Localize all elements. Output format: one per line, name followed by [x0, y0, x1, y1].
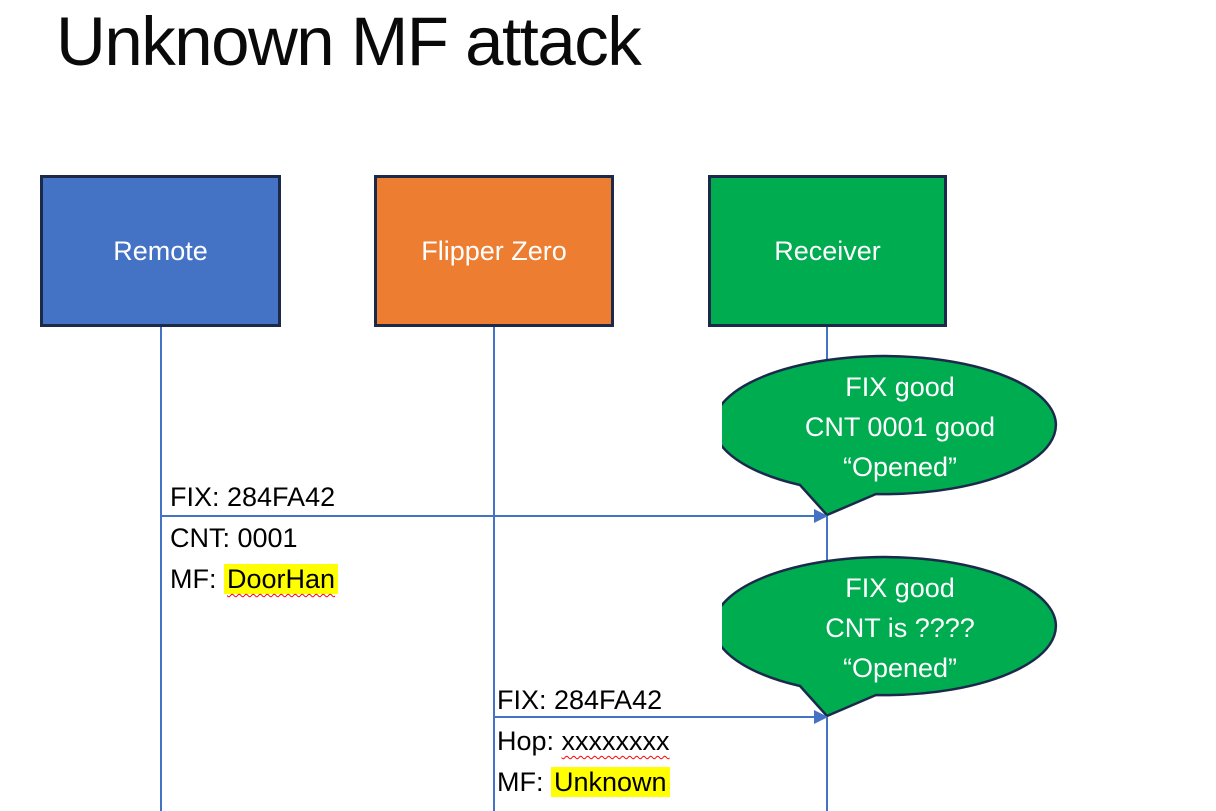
actor-label-flipper-zero: Flipper Zero [421, 235, 567, 266]
message-arrow-1 [161, 509, 828, 523]
label-mf-prefix: MF: [170, 564, 224, 594]
bubble-line: FIX good [845, 573, 955, 603]
actor-label-receiver: Receiver [774, 235, 881, 266]
bubble-line: “Opened” [842, 653, 958, 683]
label-fix: FIX: 284FA42 [497, 685, 663, 715]
actor-box-flipper-zero: Flipper Zero [374, 175, 614, 327]
message-line: MF: DoorHan [170, 559, 339, 600]
label-mf-prefix: MF: [497, 767, 551, 797]
label-fix: FIX: 284FA42 [170, 482, 336, 512]
arrow-shaft [161, 515, 816, 517]
speech-bubble-2-text: FIX good CNT is ???? “Opened” [722, 568, 1078, 688]
message-line: MF: Unknown [497, 762, 670, 803]
message-arrow-2 [494, 710, 828, 724]
message-line: Hop: xxxxxxxx [497, 721, 670, 762]
bubble-line: “Opened” [842, 452, 958, 482]
label-mf-value-highlighted: Unknown [551, 767, 670, 797]
actor-label-remote: Remote [113, 235, 208, 266]
label-mf-value-highlighted: DoorHan [224, 564, 339, 594]
label-hop-value: xxxxxxxx [561, 726, 670, 756]
actor-box-remote: Remote [40, 175, 281, 327]
lifeline-flipper-zero [493, 327, 495, 811]
label-cnt: CNT: 0001 [170, 523, 298, 553]
arrow-shaft [494, 716, 816, 718]
speech-bubble-2 [722, 555, 1058, 718]
lifeline-remote [160, 327, 162, 811]
arrowhead-icon [814, 710, 828, 724]
bubble-line: CNT is ???? [825, 613, 975, 643]
message-line: FIX: 284FA42 [497, 680, 670, 721]
bubble-line: CNT 0001 good [804, 412, 996, 442]
message-2-labels: FIX: 284FA42 Hop: xxxxxxxx MF: Unknown [497, 680, 670, 803]
speech-bubble-1-text: FIX good CNT 0001 good “Opened” [722, 367, 1078, 487]
actor-box-receiver: Receiver [708, 175, 947, 327]
message-line: CNT: 0001 [170, 518, 338, 559]
slide-title: Unknown MF attack [56, 3, 642, 80]
arrowhead-icon [814, 509, 828, 523]
message-1-labels: FIX: 284FA42 CNT: 0001 MF: DoorHan [170, 477, 339, 600]
speech-bubble-1 [722, 354, 1058, 517]
message-line: FIX: 284FA42 [170, 477, 338, 518]
bubble-line: FIX good [845, 372, 955, 402]
label-hop-prefix: Hop: [497, 726, 562, 756]
